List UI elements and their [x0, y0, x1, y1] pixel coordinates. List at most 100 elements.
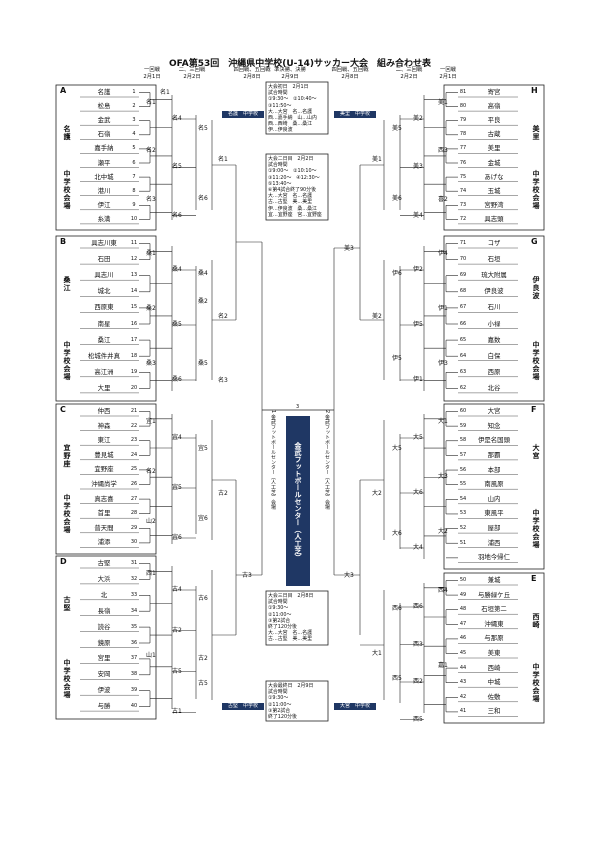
group-name: 宜野座 [61, 444, 73, 468]
round1-match-label: 宜1 [146, 418, 156, 425]
team-name: 北中城 [94, 172, 114, 181]
column-header-round: 二、三回戦 [395, 67, 423, 73]
bracket-label-left: 古6 [198, 595, 208, 602]
team-name: 美東 [487, 649, 501, 657]
round2-match-label: 美3 [413, 163, 423, 171]
bracket-label-left: 名5 [198, 125, 208, 132]
team-number: 36 [130, 639, 138, 646]
schedule-line: 試合時間 [268, 90, 288, 97]
venue-bar-bottom-left: 古堅 中学校 [222, 703, 264, 710]
group-venue: 中学校会場 [530, 341, 542, 381]
team-number: 27 [130, 495, 138, 502]
group-name-text: 美里 [532, 125, 540, 141]
team-name: 宜野座 [94, 465, 114, 474]
group-letter: B [60, 237, 67, 246]
round1-match-label: 美1 [438, 99, 448, 106]
bracket-label-right: 大6 [392, 530, 402, 537]
bracket-label-left: 名1 [218, 156, 228, 163]
round2-match-label: 西6 [413, 603, 423, 610]
team-name: 寄宮 [487, 88, 501, 96]
team-name: 美里 [487, 144, 501, 153]
team-number: 19 [130, 368, 138, 375]
team-number: 63 [459, 368, 467, 375]
schedule-line: ②11:00～ [268, 701, 292, 708]
round2-match-label: 古2 [172, 626, 182, 634]
team-name: 与那原 [484, 634, 504, 643]
team-name: 中城 [487, 678, 501, 687]
bracket-label-right: 大2 [372, 490, 382, 497]
team-name: 瀬平 [97, 158, 111, 167]
team-number: 74 [459, 187, 467, 194]
group-box-G [443, 235, 545, 402]
team-number: 44 [459, 664, 467, 671]
round2-match-label: 名4 [172, 115, 182, 122]
schedule-line: 終了120分後 [268, 714, 297, 721]
team-number: 4 [132, 131, 136, 138]
round2-match-label: 宜6 [172, 534, 182, 541]
group-venue: 中学校会場 [530, 509, 542, 549]
group-name: 名護 [61, 125, 73, 141]
team-number: 6 [132, 159, 136, 166]
team-name: 普天間 [94, 523, 114, 532]
team-number: 17 [130, 336, 138, 343]
schedule-line: 大…大宮 名…名護 [268, 630, 313, 637]
group-name: 伊良波 [530, 276, 542, 300]
team-number: 2 [132, 103, 136, 110]
schedule-line: 終了120分後 [268, 624, 297, 631]
team-name: 西原 [487, 367, 501, 376]
team-number [458, 553, 468, 562]
round2-match-label: 大5 [413, 434, 423, 441]
round2-match-label: 大6 [413, 489, 423, 496]
column-header-round: 四回戦、五回戦 [331, 67, 369, 73]
group-venue: 中学校会場 [530, 663, 542, 703]
team-name: 沖縄尚学 [91, 480, 117, 488]
group-letter: C [60, 405, 66, 414]
team-name: 古蔵 [487, 130, 501, 139]
team-name: 仲西 [97, 407, 111, 415]
team-name: 松城件井真 [88, 351, 120, 360]
schedule-line: ①9:00～ ②10:10～ [268, 168, 317, 175]
team-name: 琉大附属 [481, 271, 507, 280]
team-number: 64 [459, 352, 467, 359]
team-name: 港川 [97, 186, 111, 195]
team-name: 豊見城 [94, 450, 114, 459]
team-number: 57 [459, 451, 467, 458]
team-number: 77 [459, 145, 467, 152]
group-venue-text: 中学校会場 [63, 341, 71, 381]
team-number: 68 [459, 288, 467, 295]
team-number: 58 [459, 437, 467, 444]
team-number: 20 [130, 384, 138, 391]
round2-match-label: 西3 [413, 640, 423, 648]
team-name: 真志喜 [94, 494, 114, 503]
schedule-line: 西…西崎 桑…桑江 [268, 121, 313, 128]
group-venue-text: 中学校会場 [63, 170, 71, 210]
column-header-date: 2月2日 [183, 74, 201, 80]
team-number: 53 [459, 510, 467, 517]
team-name: 那覇 [487, 450, 501, 459]
team-number: 73 [459, 201, 467, 208]
group-letter: E [531, 574, 537, 583]
team-number: 51 [459, 539, 467, 546]
team-number: 18 [130, 352, 138, 359]
group-venue-text: 中学校会場 [63, 659, 71, 699]
team-number: 45 [459, 650, 467, 656]
schedule-line: ③11:20～ ④12:30～ [268, 174, 320, 181]
team-name: 城北 [97, 287, 111, 296]
venue-bar-bottom-right: 大宮 中学校 [334, 703, 376, 710]
group-letter: H [531, 86, 538, 95]
team-name: 山内 [487, 494, 501, 503]
group-name-text: 名護 [63, 125, 71, 141]
team-name: 北谷 [487, 383, 501, 392]
round1-match-label: 西3 [438, 147, 448, 155]
team-name: 大宮 [487, 407, 501, 415]
team-name: 長嶺 [97, 606, 111, 615]
bracket-label-left: 古2 [198, 655, 208, 662]
round1-match-label: 山2 [146, 518, 156, 525]
team-name: 伊良波 [484, 287, 504, 296]
team-name: 小禄 [487, 319, 501, 328]
team-number: 54 [459, 495, 467, 502]
group-name-text: 西崎 [532, 613, 540, 629]
team-number: 30 [130, 539, 138, 546]
team-name: 嘉手納 [94, 144, 114, 153]
